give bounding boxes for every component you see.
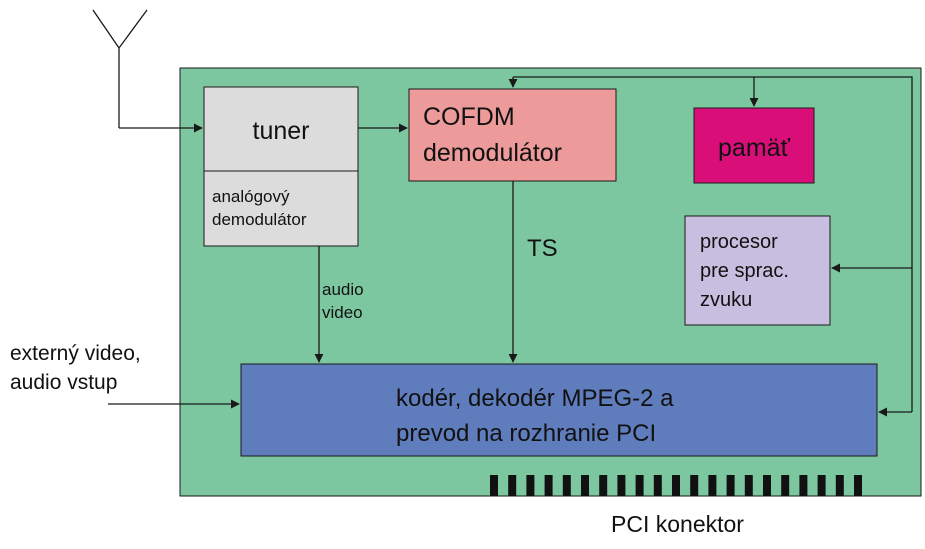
video-label: video <box>322 303 363 322</box>
pci-pin <box>799 475 808 496</box>
external-input-label-line1: externý video, <box>10 342 141 365</box>
pci-pin <box>635 475 644 496</box>
audio-label: audio <box>322 280 364 299</box>
tuner-block: tuner analógový demodulátor <box>203 86 359 247</box>
ts-label: TS <box>527 235 558 262</box>
cofdm-label-line1: COFDM <box>423 103 515 131</box>
processor-label-line1: procesor <box>700 231 778 253</box>
pci-pin <box>653 475 662 496</box>
tuner-title: tuner <box>253 117 310 145</box>
pci-pin <box>708 475 717 496</box>
memory-block: pamäť <box>693 107 815 184</box>
pci-pin <box>562 475 571 496</box>
pci-connector-label: PCI konektor <box>611 511 744 537</box>
external-input-label-line2: audio vstup <box>10 371 117 394</box>
pci-pin <box>490 475 498 496</box>
pci-pin <box>763 475 771 496</box>
pci-pin <box>581 475 589 496</box>
cofdm-label-line2: demodulátor <box>423 139 562 167</box>
pci-pin <box>781 475 790 496</box>
pci-pin <box>508 475 517 496</box>
processor-label-line3: zvuku <box>700 289 752 311</box>
pci-pin <box>599 475 608 496</box>
cofdm-demodulator-block: COFDM demodulátor <box>408 88 617 182</box>
pci-pin <box>690 475 699 496</box>
tuner-subtitle-line2: demodulátor <box>212 210 307 229</box>
mpeg2-codec-block: kodér, dekodér MPEG-2 a prevod na rozhra… <box>240 363 878 457</box>
pci-connector-pins <box>490 475 862 496</box>
tuner-subtitle-line1: analógový <box>212 187 290 206</box>
pci-pin <box>726 475 735 496</box>
codec-label-line1: kodér, dekodér MPEG-2 a <box>396 385 674 412</box>
pci-pin <box>617 475 626 496</box>
pci-pin <box>835 475 844 496</box>
signal-connections <box>108 76 913 417</box>
pci-pin <box>817 475 826 496</box>
pci-pin <box>672 475 680 496</box>
audio-processor-block: procesor pre sprac. zvuku <box>684 215 831 326</box>
processor-label-line2: pre sprac. <box>700 260 789 282</box>
bus-top-line <box>513 76 913 412</box>
pci-pin <box>744 475 753 496</box>
memory-label: pamäť <box>718 134 791 162</box>
antenna-icon <box>92 9 148 128</box>
pci-pin <box>544 475 553 496</box>
codec-label-line2: prevod na rozhranie PCI <box>396 420 656 447</box>
pci-pin <box>854 475 862 496</box>
pci-pin <box>526 475 535 496</box>
